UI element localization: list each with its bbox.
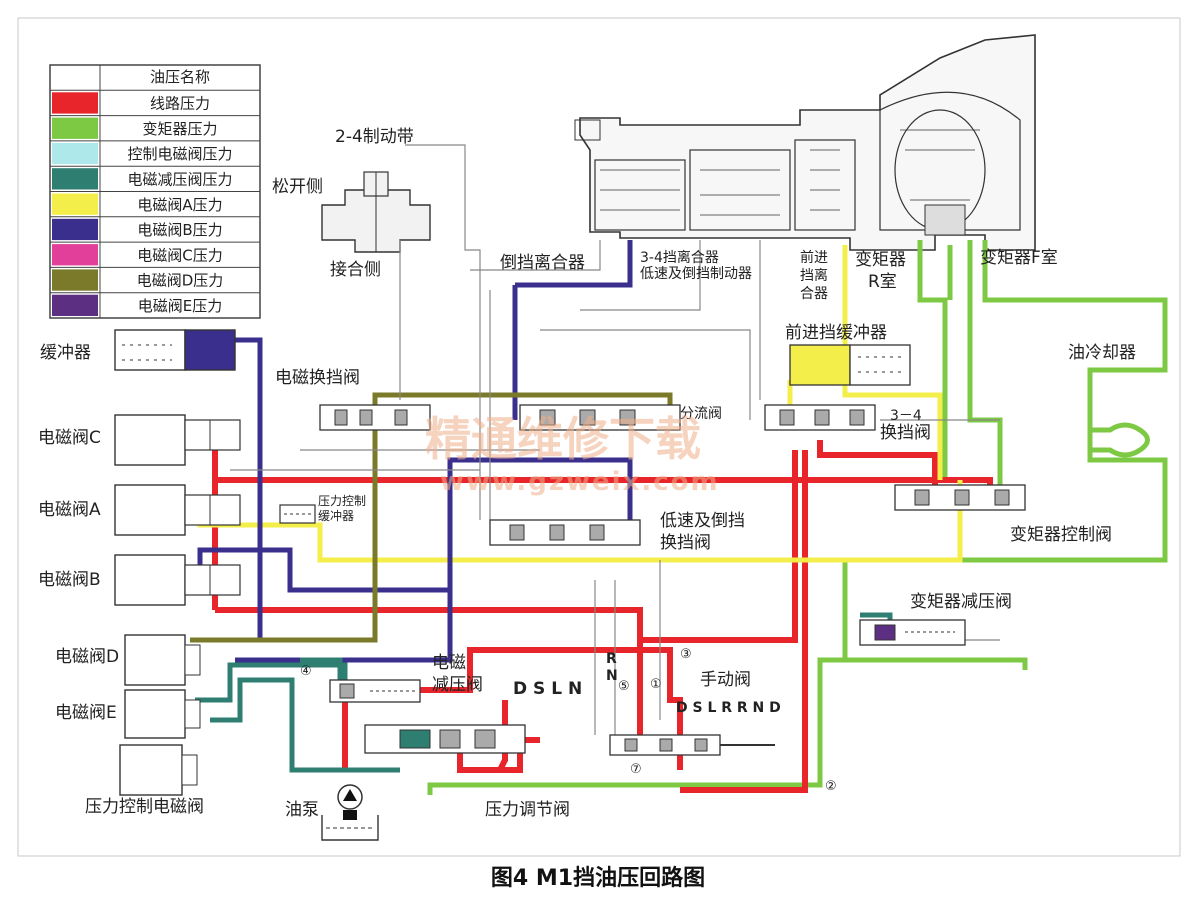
labels: 2-4制动带 松开侧 接合侧 倒挡离合器 3-4挡离合器 低速及倒挡制动器 前进…	[38, 127, 1136, 820]
label-clutch-34: 3-4挡离合器	[640, 249, 719, 266]
label-reverse-clutch: 倒挡离合器	[500, 253, 585, 273]
shift-34-valve-body	[764, 404, 876, 431]
legend-swatch	[52, 142, 98, 165]
split-valve-body	[519, 404, 681, 431]
band-servo-drawing	[321, 171, 431, 253]
label-circle-7: ⑦	[630, 762, 642, 777]
legend: 线路压力变矩器压力控制电磁阀压力电磁减压阀压力电磁阀A压力电磁阀B压力电磁阀C压…	[49, 64, 261, 319]
legend-label: 电磁阀B压力	[137, 221, 222, 239]
label-circle-1: ①	[650, 677, 662, 692]
watermark-url: www.gzweix.com	[440, 467, 720, 497]
label-solenoid-reducing-2: 减压阀	[432, 675, 483, 695]
solenoid-b-body	[114, 554, 241, 606]
legend-label: 电磁阀D压力	[137, 272, 224, 290]
legend-swatch	[52, 294, 98, 316]
label-rn-n: N	[606, 668, 618, 684]
label-tc-control-valve: 变矩器控制阀	[1010, 525, 1112, 545]
solenoid-c-body	[114, 414, 241, 466]
legend-label: 变矩器压力	[142, 120, 217, 138]
legend-label: 电磁阀C压力	[137, 246, 222, 264]
legend-label: 线路压力	[150, 95, 210, 113]
label-apply-side: 接合侧	[330, 260, 381, 280]
label-manual-valve: 手动阀	[700, 670, 751, 690]
legend-swatch	[52, 269, 98, 291]
solenoid-shift-valve-body	[319, 404, 431, 431]
legend-swatch	[52, 117, 98, 139]
legend-swatch	[52, 168, 98, 190]
solenoid-a-body	[114, 484, 241, 536]
label-tc-reducing-valve: 变矩器减压阀	[910, 592, 1012, 612]
label-shift-solenoid-valve: 电磁换挡阀	[275, 368, 360, 388]
label-release-side: 松开侧	[272, 177, 323, 197]
label-split-valve: 分流阀	[680, 406, 722, 422]
label-dsln: D S L N	[513, 679, 582, 699]
figure-caption: 图4 M1挡油压回路图	[491, 865, 705, 891]
label-forward-accumulator: 前进挡缓冲器	[785, 323, 887, 343]
low-reverse-valve-body	[489, 519, 641, 546]
label-solenoid-e: 电磁阀E	[55, 703, 117, 723]
label-solenoid-a: 电磁阀A	[38, 500, 101, 520]
label-solenoid-d: 电磁阀D	[55, 647, 119, 667]
label-circle-5: ⑤	[618, 679, 630, 694]
label-solenoid-c: 电磁阀C	[38, 428, 101, 448]
transmission-section-drawing	[574, 34, 1036, 251]
tc-reducing-valve-body	[859, 619, 966, 646]
label-forward-clutch-3: 合器	[800, 286, 828, 302]
label-solenoid-reducing-1: 电磁	[432, 653, 466, 673]
label-low-reverse-valve-2: 换挡阀	[660, 533, 711, 553]
manual-valve-body	[609, 734, 775, 756]
legend-header: 油压名称	[150, 68, 210, 86]
legend-swatch	[52, 193, 98, 215]
label-oil-pump: 油泵	[285, 800, 319, 820]
watermark-title: 精通维修下载	[425, 412, 701, 466]
forward-accumulator-body	[789, 344, 911, 386]
label-band: 2-4制动带	[335, 127, 414, 147]
legend-label: 电磁阀E压力	[138, 297, 222, 315]
pc-accumulator-body	[279, 504, 316, 524]
label-pc-accumulator-1: 压力控制	[318, 494, 366, 508]
label-rn-r: R	[606, 651, 617, 667]
page-border	[17, 17, 1181, 857]
legend-label: 电磁阀A压力	[137, 196, 222, 214]
legend-swatch	[52, 92, 98, 114]
pressure-control-solenoid-body	[119, 744, 198, 796]
label-circle-4: ④	[300, 664, 312, 679]
label-circle-2: ②	[825, 779, 837, 794]
label-forward-clutch-1: 前进	[800, 249, 828, 266]
label-dslrnd: D S L R R N D	[676, 700, 781, 716]
label-shift-34-2: 换挡阀	[880, 423, 931, 443]
label-low-reverse-valve-1: 低速及倒挡	[660, 511, 745, 531]
label-solenoid-b: 电磁阀B	[38, 570, 101, 590]
label-pressure-control-solenoid: 压力控制电磁阀	[85, 797, 204, 817]
label-forward-clutch-2: 挡离	[800, 267, 828, 284]
label-tc-r-1: 变矩器	[855, 250, 906, 270]
solenoid-reducing-valve-body	[329, 679, 421, 703]
solenoid-e-body	[124, 689, 201, 739]
legend-label: 控制电磁阀压力	[127, 145, 232, 163]
label-tc-r-2: R室	[868, 272, 897, 292]
pressure-regulator-body	[364, 724, 526, 754]
label-accumulator: 缓冲器	[40, 343, 91, 363]
solenoid-d-body	[124, 634, 201, 686]
oil-pump-drawing	[321, 784, 379, 841]
label-pressure-regulator: 压力调节阀	[485, 800, 570, 820]
legend-label: 电磁减压阀压力	[127, 171, 232, 189]
tc-control-valve-body	[894, 484, 1026, 511]
label-pc-accumulator-2: 缓冲器	[318, 508, 354, 523]
legend-swatch	[52, 244, 98, 266]
label-shift-34-1: 3－4	[890, 408, 922, 424]
label-low-reverse-brake: 低速及倒挡制动器	[640, 266, 752, 282]
label-circle-3: ③	[680, 647, 692, 662]
legend-swatch	[52, 218, 98, 241]
label-oil-cooler: 油冷却器	[1068, 343, 1136, 363]
accumulator-drawing	[114, 329, 236, 371]
label-tc-f: 变矩器F室	[980, 248, 1058, 268]
